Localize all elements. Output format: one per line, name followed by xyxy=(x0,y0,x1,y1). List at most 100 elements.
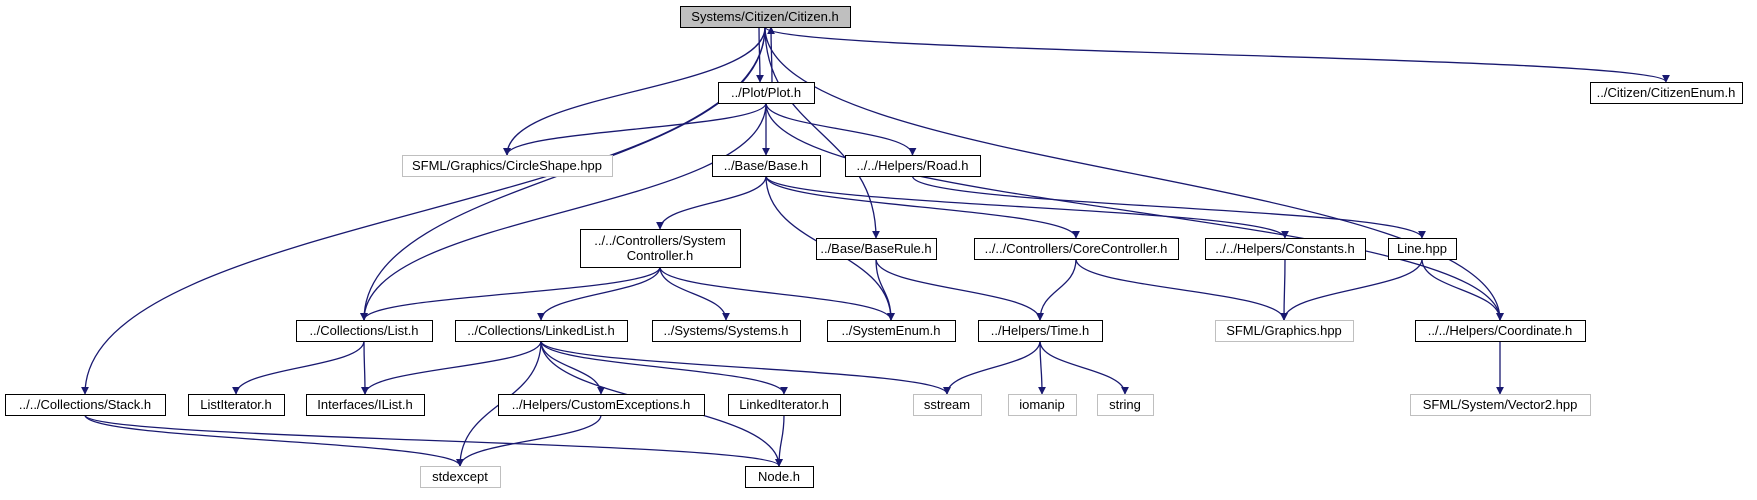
node-baserule-label: ../Base/BaseRule.h xyxy=(820,241,931,256)
edge-customexceptions-to-stdexcept xyxy=(456,414,602,467)
node-graphics-box xyxy=(1215,320,1354,342)
node-constants-label: ../../Helpers/Constants.h xyxy=(1215,241,1354,256)
edge-plot-to-list xyxy=(360,102,767,321)
node-graphics-label: SFML/Graphics.hpp xyxy=(1226,323,1342,338)
edge-linkedlist-to-linkediterator xyxy=(540,340,788,395)
node-baserule[interactable]: ../Base/BaseRule.h xyxy=(816,238,937,260)
node-sstream[interactable]: sstream xyxy=(913,394,982,416)
edge-baserule-to-time xyxy=(875,258,1044,321)
node-road[interactable]: ../../Helpers/Road.h xyxy=(845,155,981,177)
node-list-box xyxy=(296,320,433,342)
node-listiterator[interactable]: ListIterator.h xyxy=(188,394,285,416)
node-customexceptions-box xyxy=(498,394,705,416)
edge-road-to-line xyxy=(911,175,1426,239)
node-node[interactable]: Node.h xyxy=(745,466,814,488)
node-ilist-box xyxy=(306,394,425,416)
edge-syscontroller-to-systemenum xyxy=(659,266,895,321)
node-customexceptions[interactable]: ../Helpers/CustomExceptions.h xyxy=(498,394,705,416)
node-citizenenum-label: ../Citizen/CitizenEnum.h xyxy=(1597,85,1736,100)
node-road-box xyxy=(845,155,981,177)
edge-time-to-string xyxy=(1039,340,1129,395)
edge-plot-to-coordinate xyxy=(765,102,1504,321)
node-stdexcept-box xyxy=(420,466,501,488)
node-circleshape-box xyxy=(402,155,613,177)
node-stack-box xyxy=(5,394,166,416)
node-citizen[interactable]: Systems/Citizen/Citizen.h xyxy=(680,6,851,28)
node-plot-box xyxy=(718,82,815,104)
node-stdexcept[interactable]: stdexcept xyxy=(420,466,501,488)
edge-syscontroller-to-linkedlist xyxy=(537,266,661,321)
node-string-label: string xyxy=(1109,397,1141,412)
node-citizenenum-box xyxy=(1590,82,1743,104)
node-linkediterator[interactable]: LinkedIterator.h xyxy=(728,394,841,416)
node-systemenum[interactable]: ../SystemEnum.h xyxy=(827,320,956,342)
node-plot-label: ../Plot/Plot.h xyxy=(731,85,801,100)
node-vector2[interactable]: SFML/System/Vector2.hpp xyxy=(1410,394,1591,416)
node-string[interactable]: string xyxy=(1097,394,1154,416)
edge-citizen-to-circleshape xyxy=(503,26,766,156)
node-sstream-box xyxy=(913,394,982,416)
node-node-box xyxy=(745,466,814,488)
edge-linkedlist-to-sstream xyxy=(540,340,951,395)
node-iomanip-label: iomanip xyxy=(1019,397,1065,412)
node-list-label: ../Collections/List.h xyxy=(309,323,418,338)
node-iomanip[interactable]: iomanip xyxy=(1008,394,1077,416)
edge-base-to-syscontroller xyxy=(656,175,767,230)
node-stack-label: ../../Collections/Stack.h xyxy=(19,397,151,412)
node-line-label: Line.hpp xyxy=(1397,241,1447,256)
edge-baserule-to-systemenum xyxy=(875,258,895,321)
node-stdexcept-label: stdexcept xyxy=(432,469,488,484)
node-syscontroller-label: ../../Controllers/System xyxy=(594,233,725,248)
node-corecontroller[interactable]: ../../Controllers/CoreController.h xyxy=(974,238,1179,260)
node-line[interactable]: Line.hpp xyxy=(1388,238,1457,260)
node-vector2-label: SFML/System/Vector2.hpp xyxy=(1423,397,1578,412)
node-ilist-label: Interfaces/IList.h xyxy=(317,397,412,412)
node-list[interactable]: ../Collections/List.h xyxy=(296,320,433,342)
edge-constants-to-graphics xyxy=(1280,258,1289,321)
node-stack[interactable]: ../../Collections/Stack.h xyxy=(5,394,166,416)
node-time-box xyxy=(978,320,1103,342)
node-citizen-box xyxy=(680,6,851,28)
node-citizenenum[interactable]: ../Citizen/CitizenEnum.h xyxy=(1590,82,1743,104)
edge-linkedlist-to-ilist xyxy=(361,340,542,395)
node-constants[interactable]: ../../Helpers/Constants.h xyxy=(1205,238,1366,260)
edge-corecontroller-to-time xyxy=(1036,258,1077,321)
node-linkediterator-box xyxy=(728,394,841,416)
node-constants-box xyxy=(1205,238,1366,260)
node-road-label: ../../Helpers/Road.h xyxy=(857,158,969,173)
edge-syscontroller-to-systems xyxy=(659,266,730,321)
node-ilist[interactable]: Interfaces/IList.h xyxy=(306,394,425,416)
node-systems[interactable]: ../Systems/Systems.h xyxy=(652,320,801,342)
edge-corecontroller-to-graphics xyxy=(1075,258,1288,321)
node-linkedlist-box xyxy=(455,320,628,342)
edge-base-to-corecontroller xyxy=(765,175,1080,239)
node-time-label: ../Helpers/Time.h xyxy=(991,323,1090,338)
node-linkedlist[interactable]: ../Collections/LinkedList.h xyxy=(455,320,628,342)
node-syscontroller-label: Controller.h xyxy=(627,248,693,263)
edge-citizen-to-citizenenum xyxy=(764,26,1670,83)
node-base[interactable]: ../Base/Base.h xyxy=(712,155,821,177)
node-listiterator-box xyxy=(188,394,285,416)
node-coordinate-box xyxy=(1415,320,1586,342)
node-corecontroller-box xyxy=(974,238,1179,260)
node-graphics[interactable]: SFML/Graphics.hpp xyxy=(1215,320,1354,342)
edge-list-to-ilist xyxy=(360,340,369,395)
node-coordinate[interactable]: ../../Helpers/Coordinate.h xyxy=(1415,320,1586,342)
node-circleshape[interactable]: SFML/Graphics/CircleShape.hpp xyxy=(402,155,613,177)
node-baserule-box xyxy=(816,238,937,260)
edge-base-to-constants xyxy=(765,175,1289,239)
node-sstream-label: sstream xyxy=(924,397,970,412)
node-citizen-label: Systems/Citizen/Citizen.h xyxy=(691,9,838,24)
edge-time-to-iomanip xyxy=(1037,340,1046,395)
node-time[interactable]: ../Helpers/Time.h xyxy=(978,320,1103,342)
node-node-label: Node.h xyxy=(758,469,800,484)
node-base-label: ../Base/Base.h xyxy=(724,158,809,173)
node-syscontroller-box xyxy=(580,229,741,268)
node-plot[interactable]: ../Plot/Plot.h xyxy=(718,82,815,104)
nodes-layer: Systems/Citizen/Citizen.h ../Plot/Plot.h.… xyxy=(5,6,1743,488)
node-corecontroller-label: ../../Controllers/CoreController.h xyxy=(985,241,1168,256)
edge-plot-to-citizen xyxy=(767,26,776,83)
edge-line-to-graphics xyxy=(1280,258,1423,321)
node-string-box xyxy=(1097,394,1154,416)
